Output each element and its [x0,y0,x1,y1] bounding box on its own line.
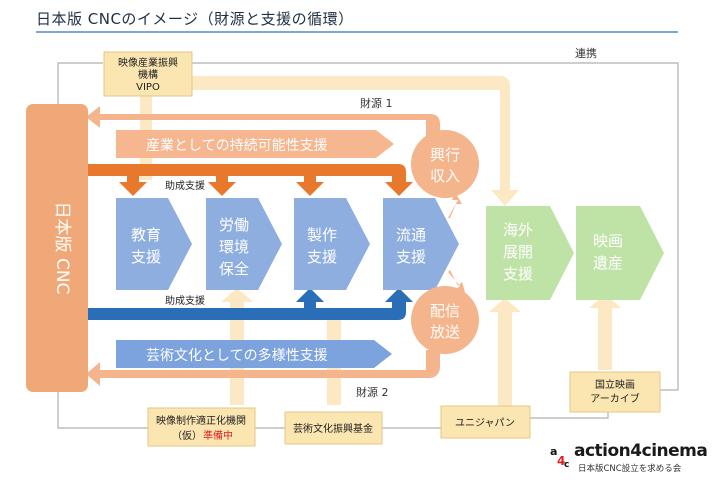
pillar-seisaku-l1: 製作 [307,226,337,244]
svg-text:4: 4 [557,454,565,468]
vipo-line1: 映像産業振興 [118,56,178,69]
industry-band [116,130,394,158]
zaigen2-label: 財源 2 [356,385,389,399]
tekiseika-box [147,407,256,447]
renkei-line [192,62,679,391]
tekiseika-l2: （仮） [172,429,202,442]
haishin-l1: 配信 [430,302,460,320]
industry-band-label: 産業としての持続可能性支援 [146,137,328,154]
vipo-kaigai-arrow [180,76,519,206]
archive-up-arrow [589,294,621,370]
eiga-isan-box [576,206,664,300]
kogyo-l1: 興行 [430,146,460,164]
archive-l1: 国立映画 [595,378,635,391]
art-band-label: 芸術文化としての多様性支援 [146,347,328,364]
ryutsu-haishin-arrow [448,270,465,292]
ryutsu-kogyo-arrow [448,192,462,218]
pillar-rodo-l2: 環境 [219,238,249,256]
kaigai-l1: 海外 [503,221,533,239]
vipo-box [103,51,193,97]
kikin-label: 芸術文化振興基金 [293,422,373,435]
kaigai-box [486,206,574,300]
vipo-line2: 機構 [138,68,158,81]
zaigen1-label: 財源 1 [360,96,393,110]
kogyo-l2: 収入 [430,167,460,185]
page-title: 日本版 CNCのイメージ（財源と支援の循環） [36,10,354,28]
haishin-l2: 放送 [430,323,460,341]
blue-funding-arrows [88,288,413,320]
kogyo-circle [411,130,479,198]
pillar-kyoiku [116,198,192,290]
unijapan-label: ユニジャパン [455,417,515,429]
renkei-label: 連携 [575,46,597,60]
pillar-ryutsu [383,198,459,290]
cnc-tekiseika-line [57,390,148,429]
unijapan-box [440,405,531,439]
pillars [116,198,459,290]
tekiseika-status: 準備中 [203,429,233,442]
title-rule [36,31,678,33]
josei-top-label: 助成支援 [165,179,205,192]
pillar-ryutsu-l1: 流通 [396,226,426,244]
logo-subtitle: 日本版CNC設立を求める会 [578,464,682,474]
tekiseika-l1: 映像制作適正化機関 [156,414,246,427]
vipo-line3: VIPO [136,82,160,93]
josei-bottom-label: 助成支援 [165,294,205,307]
art-band [116,340,392,368]
unijapan-archive-line [530,410,609,419]
svg-text:c: c [564,460,569,469]
pillar-rodo-l3: 保全 [219,260,249,278]
eiga-isan-l2: 遺産 [593,254,623,272]
orange-funding-arrows [88,164,413,196]
pillar-seisaku [294,198,370,290]
haishin-circle [411,286,479,354]
vipo-cnc-line [57,62,103,110]
pillar-kyoiku-l1: 教育 [131,226,161,244]
archive-box [569,371,661,413]
pillar-ryutsu-l2: 支援 [396,248,426,266]
pillar-seisaku-l2: 支援 [307,248,337,266]
kaigai-l2: 展開 [503,243,533,261]
svg-text:a: a [550,445,557,458]
kaigai-l3: 支援 [503,265,533,283]
pillar-rodo [206,198,282,290]
connector-lines [57,62,679,429]
zaigen1-arrow [86,106,440,150]
pillar-rodo-l1: 労働 [219,216,249,234]
zaigen2-arrow [86,350,440,386]
pillar-kyoiku-l2: 支援 [131,248,161,266]
eiga-isan-l1: 映画 [593,232,623,250]
action4cinema-logo: a 4 c action4cinema 日本版CNC設立を求める会 [548,441,708,475]
cnc-box [26,104,88,392]
logo-name: action4cinema [574,441,708,461]
cnc-label: 日本版 CNC [52,202,72,295]
kikin-box [284,411,383,445]
a4c-logo-icon: a 4 c [548,443,574,469]
unijapan-up-arrow [489,298,521,410]
archive-l2: アーカイブ [590,392,639,405]
